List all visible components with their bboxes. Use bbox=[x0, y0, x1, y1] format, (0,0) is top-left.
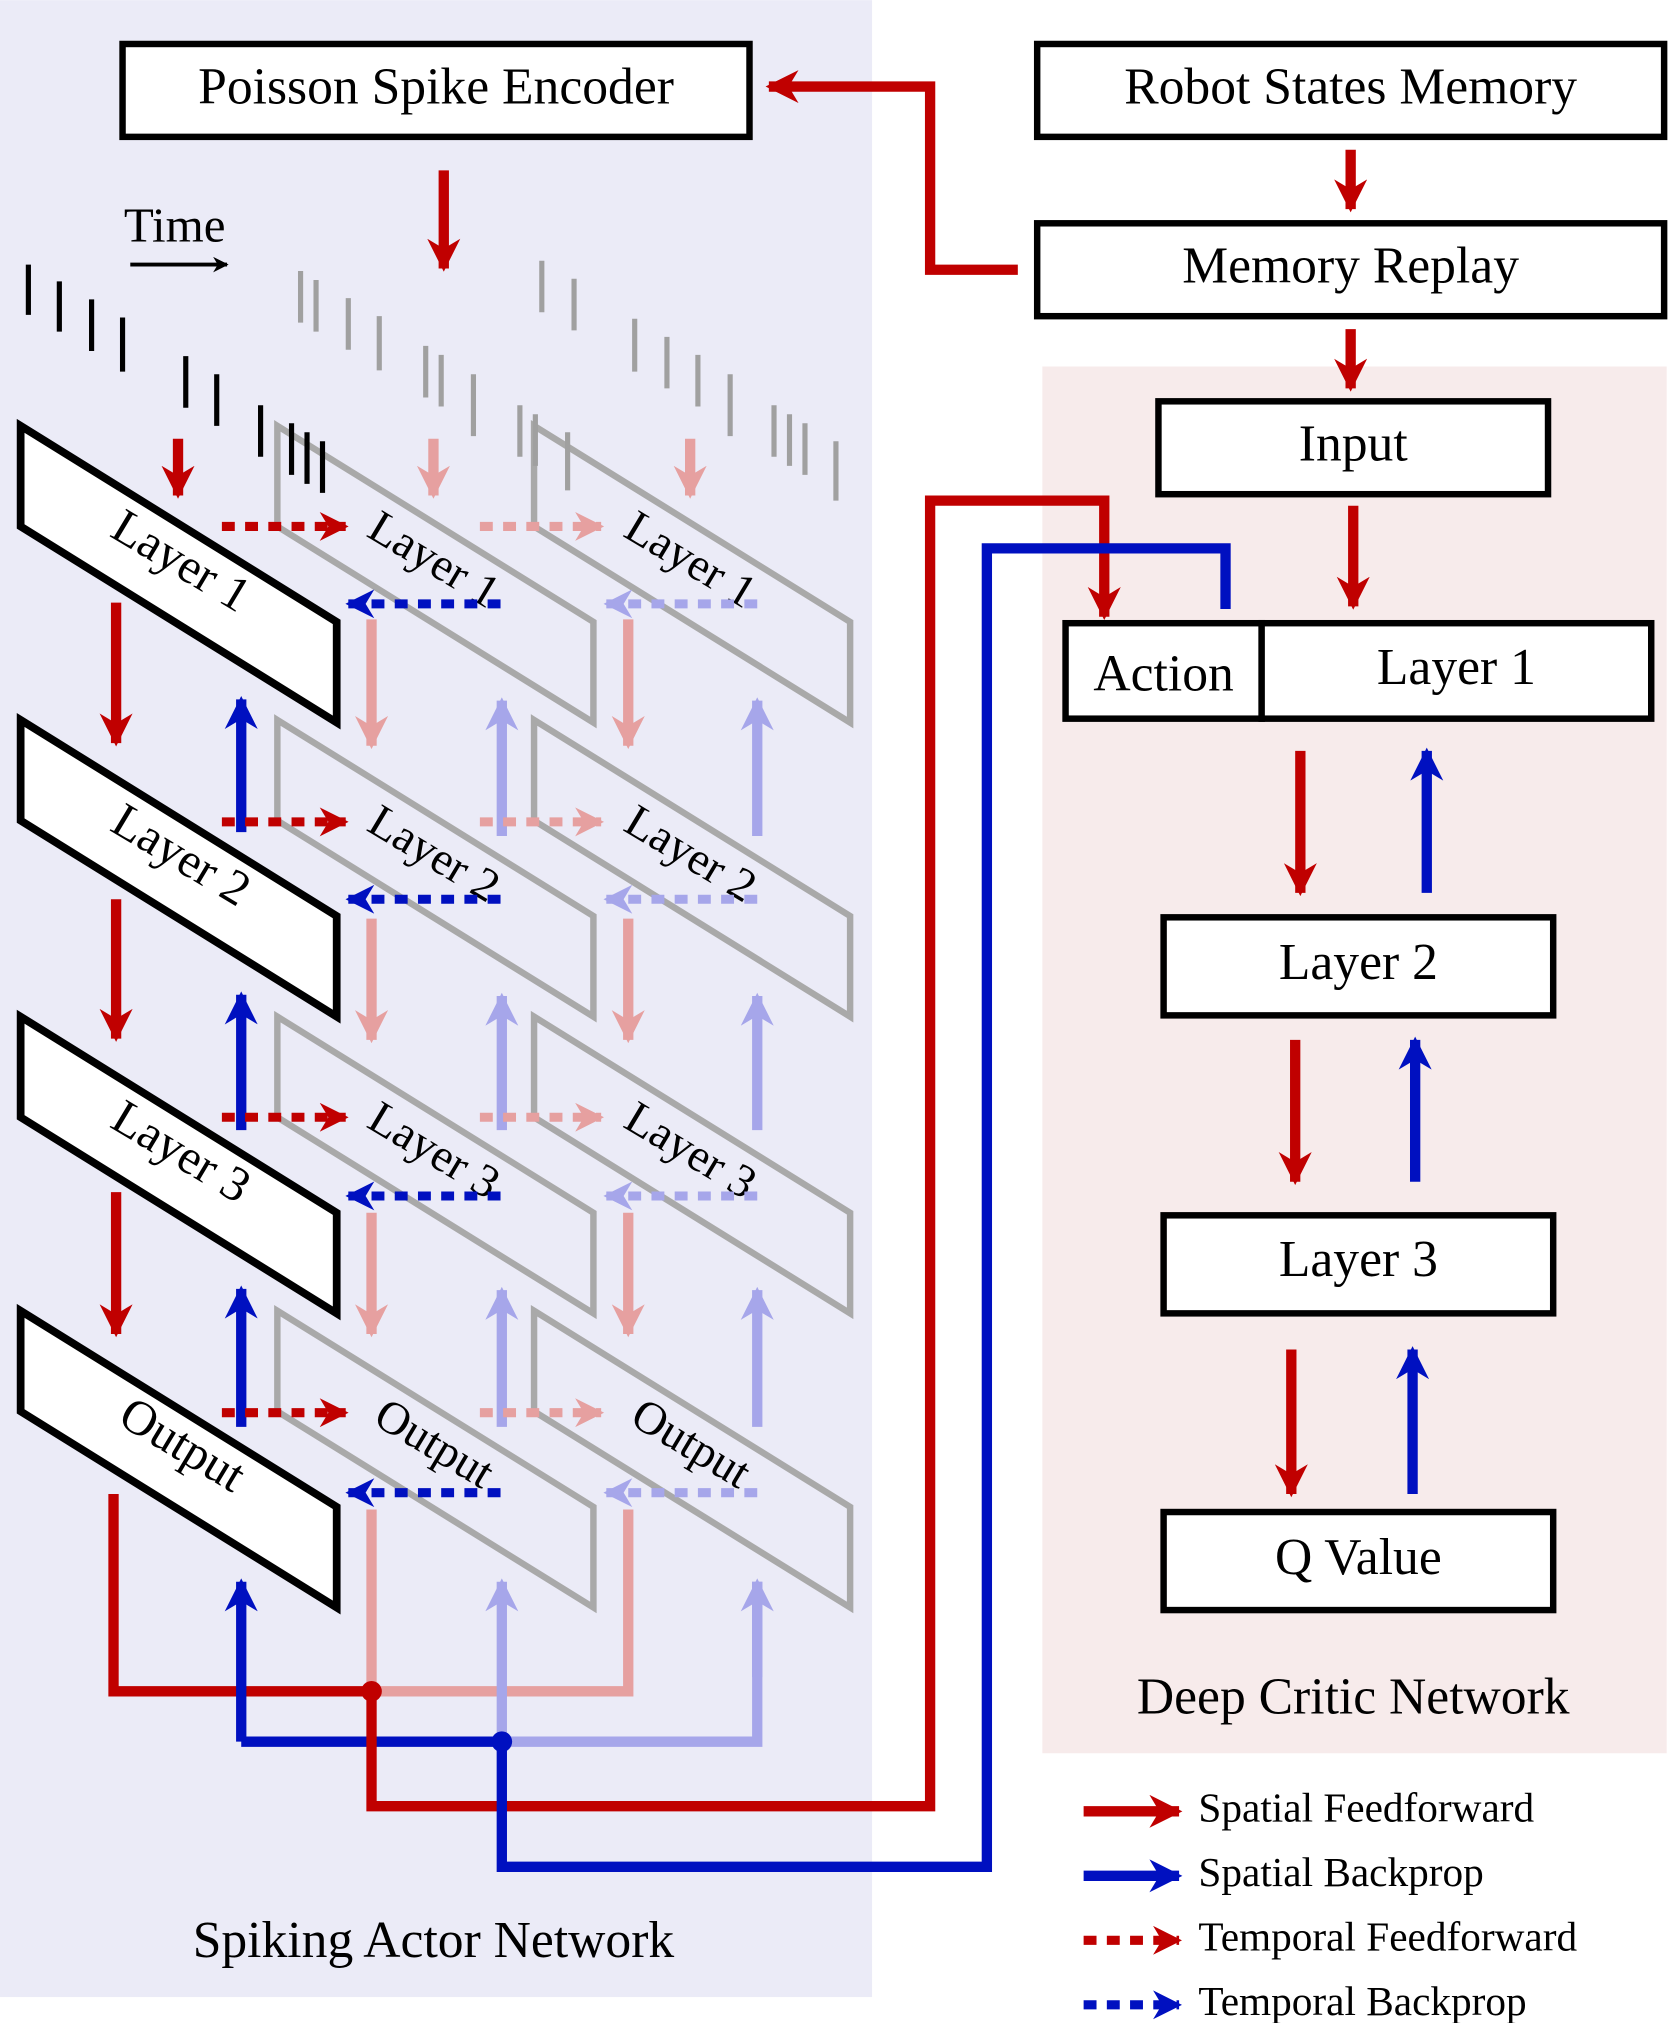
poisson-spike-encoder-box bbox=[119, 40, 753, 141]
legend-temporal-backprop-label: Temporal Backprop bbox=[1198, 1978, 1526, 2023]
critic-action-label: Action bbox=[1093, 645, 1234, 702]
faded-spatial-arrows-col3 bbox=[611, 438, 774, 1427]
q-value-label: Q Value bbox=[1275, 1529, 1442, 1586]
q-value-box bbox=[1160, 1508, 1557, 1614]
spike-train-3 bbox=[539, 260, 839, 501]
actor-layer-2 bbox=[16, 712, 341, 1024]
replay-to-encoder-arrow bbox=[765, 70, 1018, 275]
legend-spatial-feedforward-label: Spatial Feedforward bbox=[1198, 1785, 1534, 1831]
actor-front-temporal-arrows bbox=[221, 512, 501, 1508]
memory-replay-label: Memory Replay bbox=[1182, 238, 1519, 295]
critic-layer-2-label: Layer 2 bbox=[1279, 934, 1438, 991]
faded-temporal-arrows bbox=[479, 512, 758, 1508]
actor-front-layers: Layer 1 Layer 2 Layer 3 Output bbox=[16, 418, 341, 1615]
spiking-actor-network-title: Spiking Actor Network bbox=[193, 1912, 675, 1969]
critic-input-box bbox=[1155, 398, 1552, 498]
spike-train-2 bbox=[297, 271, 571, 491]
timestep-2-column bbox=[274, 420, 597, 1614]
robot-states-memory-label: Robot States Memory bbox=[1124, 58, 1577, 115]
critic-input-label: Input bbox=[1299, 416, 1409, 473]
critic-layer-2-box bbox=[1160, 914, 1557, 1019]
actor-output-layer bbox=[16, 1303, 341, 1615]
time-label: Time bbox=[124, 197, 226, 252]
critic-layer-3-label: Layer 3 bbox=[1279, 1231, 1438, 1288]
poisson-spike-encoder-label: Poisson Spike Encoder bbox=[198, 58, 674, 115]
legend-spatial-backprop-label: Spatial Backprop bbox=[1198, 1849, 1483, 1895]
actor-panel-background bbox=[0, 0, 873, 1998]
critic-layer-1-label: Layer 1 bbox=[1377, 639, 1536, 696]
legend-temporal-feedforward-label: Temporal Feedforward bbox=[1198, 1914, 1577, 1960]
critic-layer-3-box bbox=[1160, 1212, 1557, 1317]
memory-replay-box bbox=[1033, 220, 1668, 320]
deep-critic-network-title: Deep Critic Network bbox=[1137, 1668, 1570, 1725]
output-aggregation-lines bbox=[108, 495, 1231, 1872]
timestep-3-column bbox=[530, 420, 854, 1614]
robot-states-memory-box bbox=[1033, 40, 1668, 141]
actor-layer-1 bbox=[16, 418, 341, 730]
critic-layer-1-box bbox=[1258, 619, 1655, 722]
faded-spatial-arrows-col2 bbox=[355, 438, 519, 1427]
actor-front-spatial-arrows bbox=[99, 438, 258, 1427]
legend: Spatial Feedforward Spatial Backprop Tem… bbox=[1083, 1785, 1577, 2023]
actor-layer-3 bbox=[16, 1009, 341, 1321]
critic-action-box bbox=[1062, 619, 1265, 722]
spike-train-1 bbox=[25, 264, 326, 493]
